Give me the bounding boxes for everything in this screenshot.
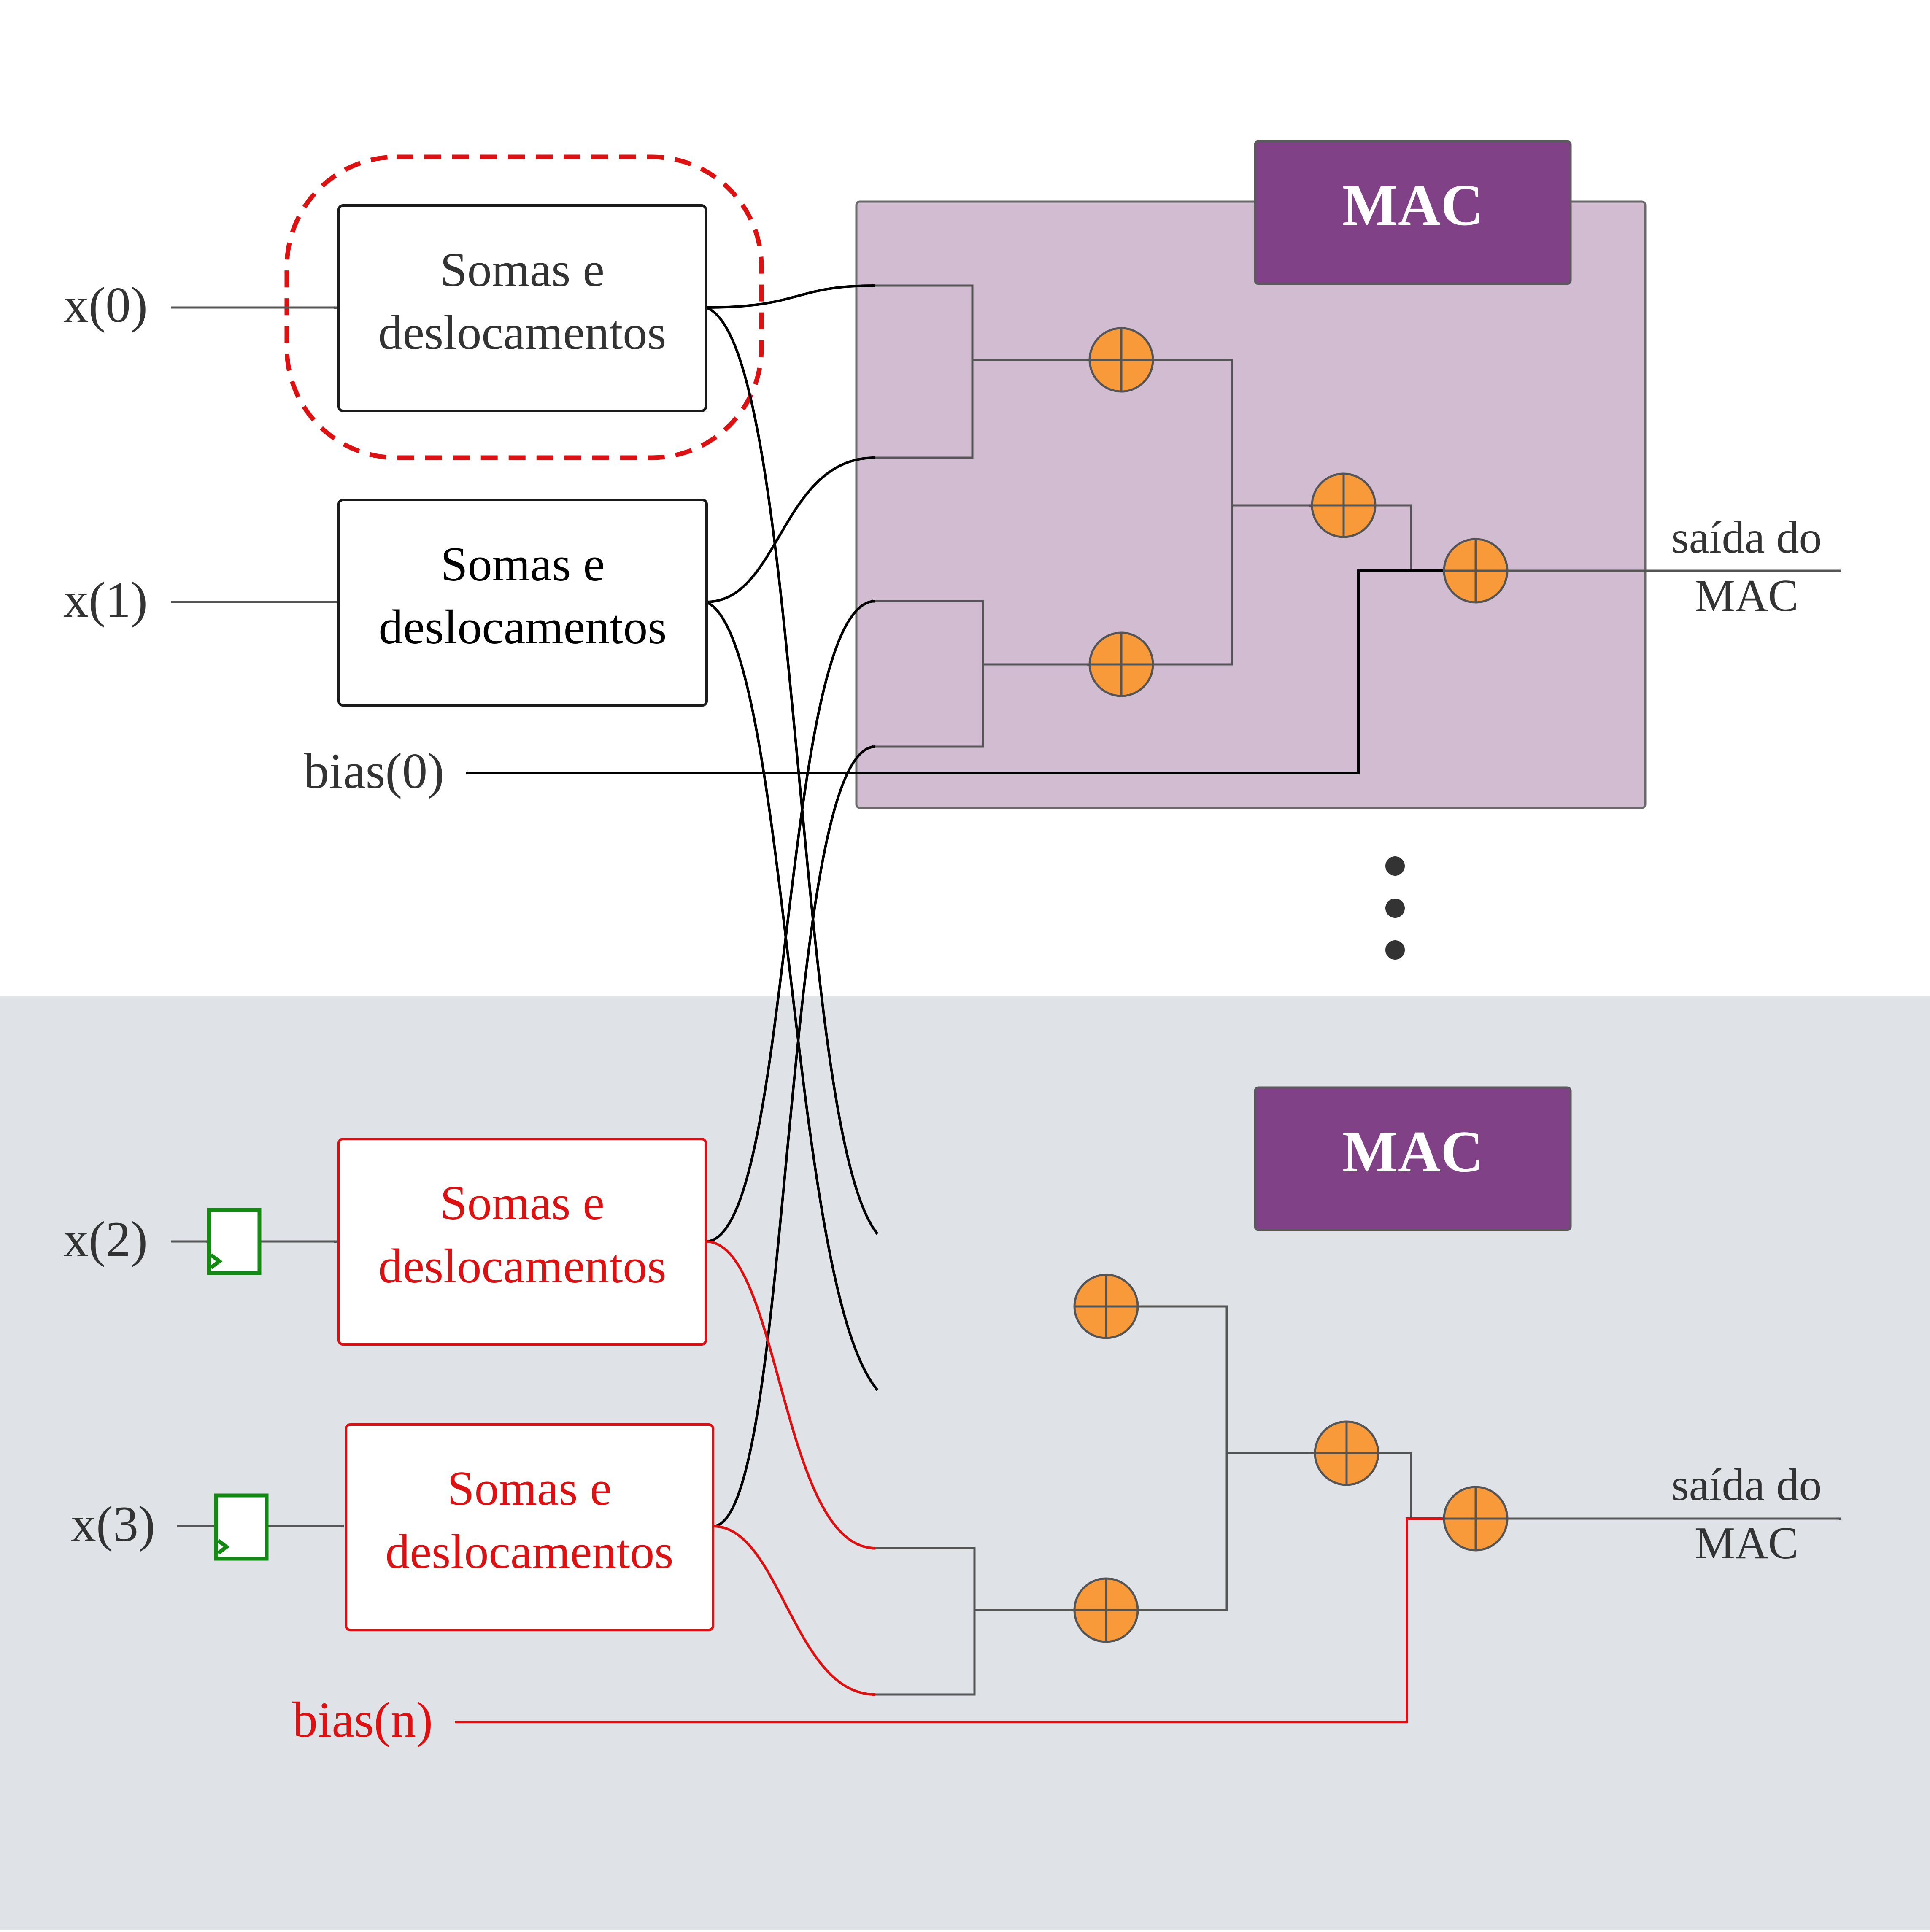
adder-icon — [1443, 1486, 1509, 1552]
block-bottom-2-line1: Somas e — [447, 1462, 612, 1516]
bias-n-label: bias(n) — [292, 1692, 433, 1748]
ellipsis-dots — [1385, 856, 1405, 960]
mac-title-box-top — [1254, 140, 1572, 285]
block-top-1: Somas e deslocamentos — [337, 204, 707, 412]
adder-icon — [1314, 1420, 1379, 1486]
mac-title-box-bottom — [1254, 1086, 1572, 1231]
adders-bottom — [1073, 1274, 1509, 1643]
block-bottom-2-line2: deslocamentos — [386, 1525, 674, 1579]
input-x1: x(1) — [63, 572, 148, 628]
adder-icon — [1073, 1274, 1139, 1339]
block-bottom-2: Somas e deslocamentos — [345, 1423, 714, 1631]
mac-title-bottom: MAC — [1342, 1119, 1483, 1185]
register-icon — [214, 1493, 269, 1561]
black-signal-curves — [466, 286, 1443, 1527]
block-top-1-line2: deslocamentos — [378, 306, 667, 360]
block-top-2: Somas e deslocamentos — [337, 499, 708, 707]
block-top-2-line1: Somas e — [440, 537, 605, 591]
output-top-line1: saída do — [1671, 513, 1822, 563]
red-signal-curves — [455, 1240, 1443, 1723]
bias-0-label: bias(0) — [304, 743, 444, 799]
input-x2: x(2) — [63, 1211, 148, 1267]
lower-region — [0, 996, 1930, 1930]
input-x3: x(3) — [71, 1496, 155, 1552]
output-top-line2: MAC — [1695, 571, 1798, 621]
adders-top — [1088, 327, 1509, 697]
register-icon — [207, 1208, 262, 1275]
block-top-2-line2: deslocamentos — [379, 600, 667, 654]
block-bottom-1-line1: Somas e — [440, 1176, 605, 1230]
block-top-1-line1: Somas e — [440, 243, 605, 297]
adder-icon — [1443, 538, 1509, 604]
adder-icon — [1088, 327, 1154, 393]
top-mac-wiring — [171, 284, 1841, 748]
block-bottom-1: Somas e deslocamentos — [337, 1138, 707, 1346]
block-bottom-1-line2: deslocamentos — [378, 1239, 667, 1293]
adder-icon — [1311, 472, 1377, 538]
adder-icon — [1088, 631, 1154, 697]
mac-title-top: MAC — [1342, 173, 1483, 238]
bottom-mac-wiring — [171, 1241, 1841, 1696]
output-bottom-line1: saída do — [1671, 1460, 1822, 1510]
adder-icon — [1073, 1577, 1139, 1643]
output-bottom-line2: MAC — [1695, 1518, 1798, 1568]
input-x0: x(0) — [63, 277, 148, 333]
